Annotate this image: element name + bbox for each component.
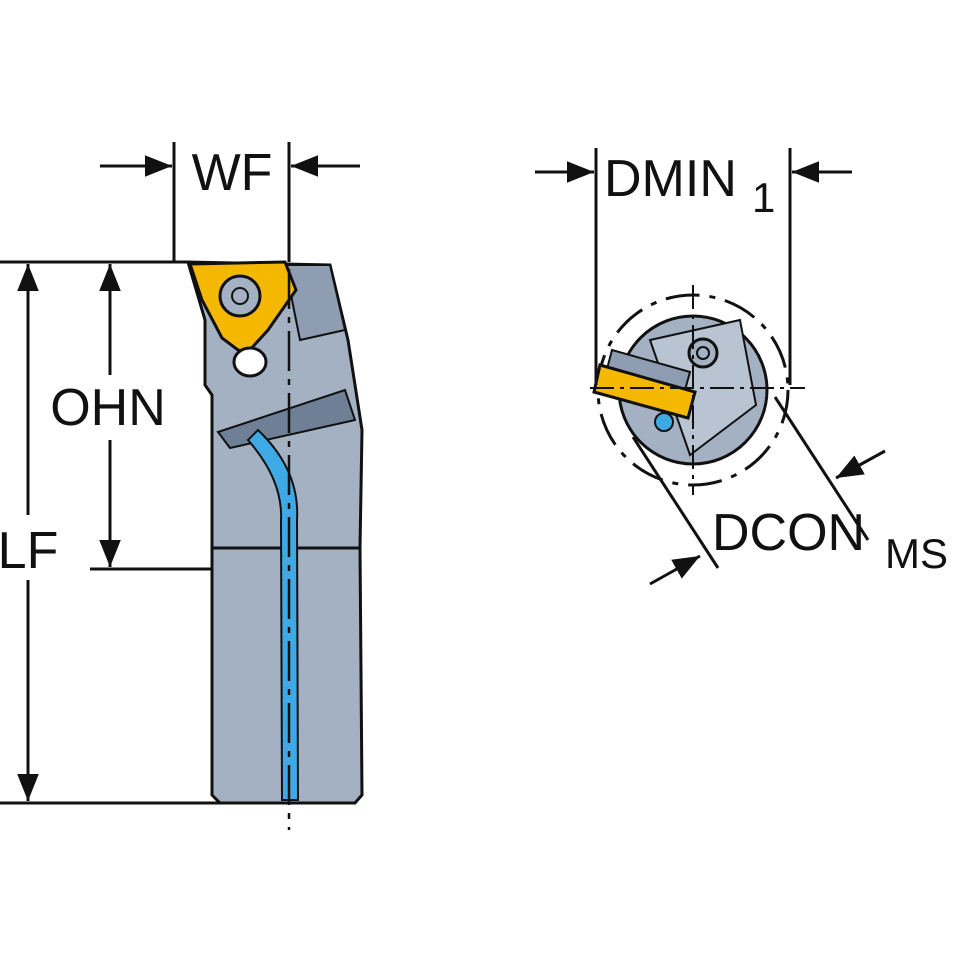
head-shading [216,388,357,450]
side-view: WF OHN LF [0,142,364,830]
ohn-label: OHN [50,379,166,437]
end-view: DMIN 1 DCON MS [535,148,948,586]
dcon-label: DCON [712,504,865,562]
dcon-subscript: MS [885,530,948,577]
lf-label: LF [0,522,58,580]
dmin-subscript: 1 [752,174,775,221]
insert-screw [218,274,262,318]
dmin-label: DMIN [604,150,737,208]
wf-label: WF [192,144,273,202]
